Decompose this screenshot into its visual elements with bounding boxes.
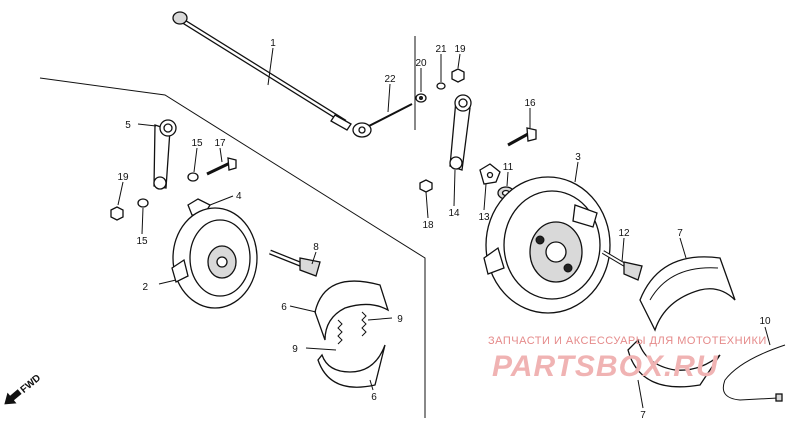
callout-6-upper: 6 — [281, 302, 287, 313]
part-nut-19-left — [110, 206, 124, 221]
callout-17: 17 — [214, 138, 226, 149]
callout-20: 20 — [415, 58, 427, 69]
part-nut-19-top — [451, 68, 465, 83]
callout-7-upper: 7 — [677, 228, 683, 239]
part-spring-lower — [337, 319, 343, 345]
part-brake-panel-left — [171, 207, 258, 309]
watermark-tagline: ЗАПЧАСТИ И АКСЕССУАРЫ ДЛЯ МОТОТЕХНИКИ — [488, 335, 767, 347]
callout-18: 18 — [422, 220, 434, 231]
fwd-indicator: FWD — [4, 373, 44, 405]
callout-1: 1 — [270, 38, 276, 49]
part-washer-15-upper — [187, 172, 199, 182]
part-brake-cam-right — [601, 250, 643, 281]
callout-14: 14 — [448, 208, 460, 219]
part-brake-arm-right — [449, 94, 472, 171]
callout-16: 16 — [524, 98, 536, 109]
callout-12: 12 — [618, 228, 630, 239]
callout-21: 21 — [435, 44, 447, 55]
callout-15-upper: 15 — [191, 138, 203, 149]
part-brake-shoe-left-lower — [317, 344, 386, 388]
callout-19-left: 19 — [117, 172, 129, 183]
part-brake-shoe-right-upper — [639, 256, 736, 332]
part-brake-rod — [352, 103, 413, 138]
part-pin-21 — [436, 82, 446, 90]
callout-3: 3 — [575, 152, 581, 163]
callout-10: 10 — [759, 316, 771, 327]
part-bolt-17 — [206, 157, 237, 176]
callout-4: 4 — [236, 191, 242, 202]
part-brake-arm-left — [153, 119, 177, 190]
part-washer-15-left — [137, 198, 149, 208]
part-brake-panel-right — [483, 176, 611, 314]
callout-15-lower: 15 — [136, 236, 148, 247]
leader-lines — [117, 47, 771, 409]
callout-5: 5 — [125, 120, 131, 131]
part-washer-20 — [415, 93, 427, 103]
callout-22: 22 — [384, 74, 396, 85]
callout-11: 11 — [503, 162, 514, 173]
part-nut-18 — [419, 179, 433, 193]
callout-8: 8 — [313, 242, 319, 253]
callout-2: 2 — [142, 282, 148, 293]
part-indicator-plate — [479, 163, 501, 185]
part-spring-upper — [361, 311, 367, 337]
part-brake-shoe-left-upper — [314, 280, 390, 341]
callout-7-lower: 7 — [640, 410, 646, 421]
fwd-label: FWD — [19, 373, 44, 396]
part-brake-shoe-right-lower — [627, 338, 721, 388]
part-axle — [172, 11, 352, 131]
callout-6-lower: 6 — [371, 392, 377, 403]
callout-19-top: 19 — [454, 44, 466, 55]
callout-13: 13 — [478, 212, 490, 223]
callout-9-left: 9 — [292, 344, 298, 355]
assembly-guide-line — [39, 77, 426, 418]
part-bolt-16 — [507, 127, 537, 147]
part-indicator-wire — [722, 344, 786, 402]
callout-9-right: 9 — [397, 314, 403, 325]
watermark-brand: PARTSBOX.RU — [492, 350, 719, 383]
